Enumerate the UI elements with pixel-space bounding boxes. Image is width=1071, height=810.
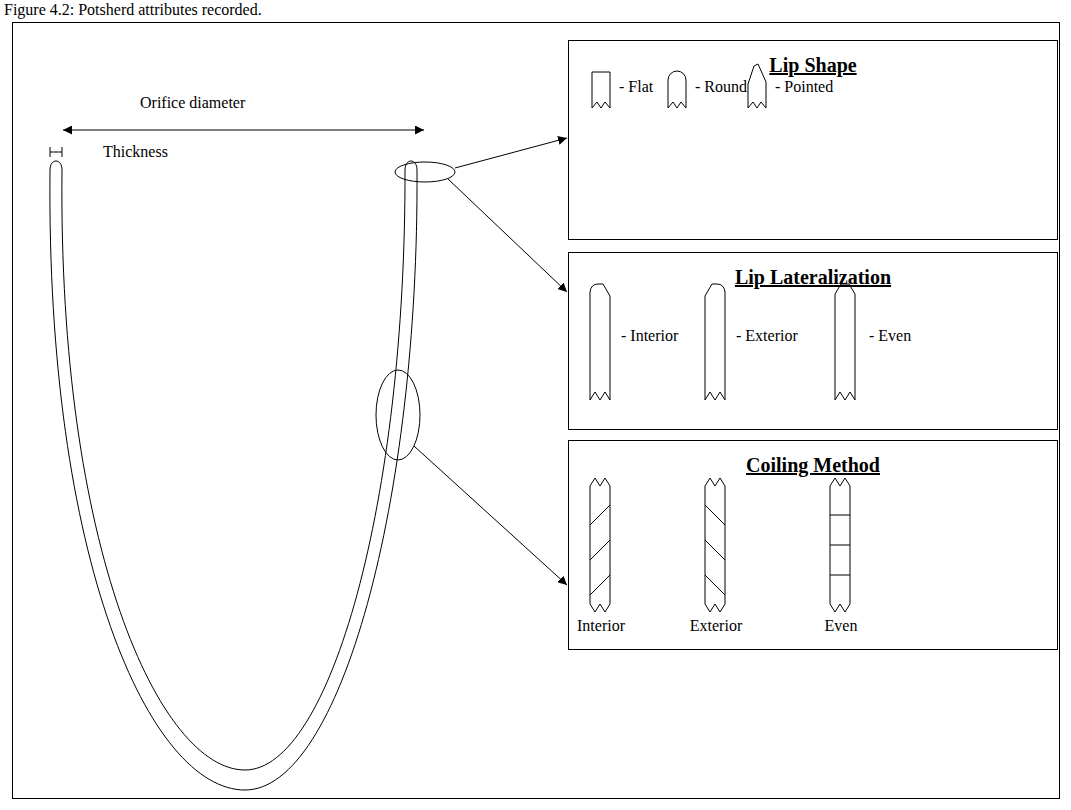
lip-ellipse bbox=[395, 162, 455, 182]
box-heading: Lip Shape bbox=[569, 53, 1057, 77]
option-label: Exterior bbox=[690, 617, 742, 635]
attribute-box: Lip Lateralization - Interior - Exterior - … bbox=[568, 252, 1058, 430]
interior-lip-icon bbox=[590, 284, 610, 400]
coil-lines bbox=[590, 505, 610, 595]
coil-lines bbox=[830, 515, 850, 575]
box-heading: Lip Lateralization bbox=[569, 265, 1057, 289]
option-label: - Interior bbox=[621, 327, 678, 345]
orifice-arrow bbox=[63, 130, 424, 131]
pot-inner-wall bbox=[62, 170, 405, 770]
exterior-lip-icon bbox=[705, 284, 725, 400]
wall-ellipse bbox=[376, 370, 420, 460]
pot-rim bbox=[50, 161, 62, 170]
option-label: - Pointed bbox=[775, 78, 833, 96]
pointer-arrow bbox=[455, 138, 567, 168]
dimension-label: Thickness bbox=[103, 143, 168, 161]
even-lip-icon bbox=[835, 284, 855, 400]
even-coil-icon bbox=[830, 478, 850, 612]
box-heading: Coiling Method bbox=[569, 453, 1057, 477]
option-label: Even bbox=[825, 617, 858, 635]
pointer-arrow bbox=[414, 446, 567, 585]
attribute-box: Lip Shape- Flat - Round - Pointed bbox=[568, 40, 1058, 240]
flat-lip-icon bbox=[592, 72, 610, 108]
option-label: - Even bbox=[869, 327, 911, 345]
interior-coil-icon bbox=[590, 478, 610, 612]
round-lip-icon bbox=[668, 71, 686, 108]
exterior-coil-icon bbox=[705, 478, 725, 612]
coil-lines bbox=[705, 505, 725, 595]
option-label: - Flat bbox=[619, 78, 653, 96]
thickness-bar bbox=[50, 147, 62, 157]
option-label: - Exterior bbox=[736, 327, 798, 345]
figure-frame bbox=[13, 23, 1060, 799]
dimension-label: Orifice diameter bbox=[140, 94, 245, 112]
pointer-arrow bbox=[448, 179, 567, 292]
option-label: - Round bbox=[695, 78, 747, 96]
option-label: Interior bbox=[577, 617, 625, 635]
pointed-lip-icon bbox=[748, 64, 766, 108]
pot-outer-wall bbox=[50, 170, 417, 790]
figure-title: Figure 4.2: Potsherd attributes recorded… bbox=[4, 1, 262, 19]
attribute-box: Coiling MethodInterior Exterior Even bbox=[568, 440, 1058, 650]
